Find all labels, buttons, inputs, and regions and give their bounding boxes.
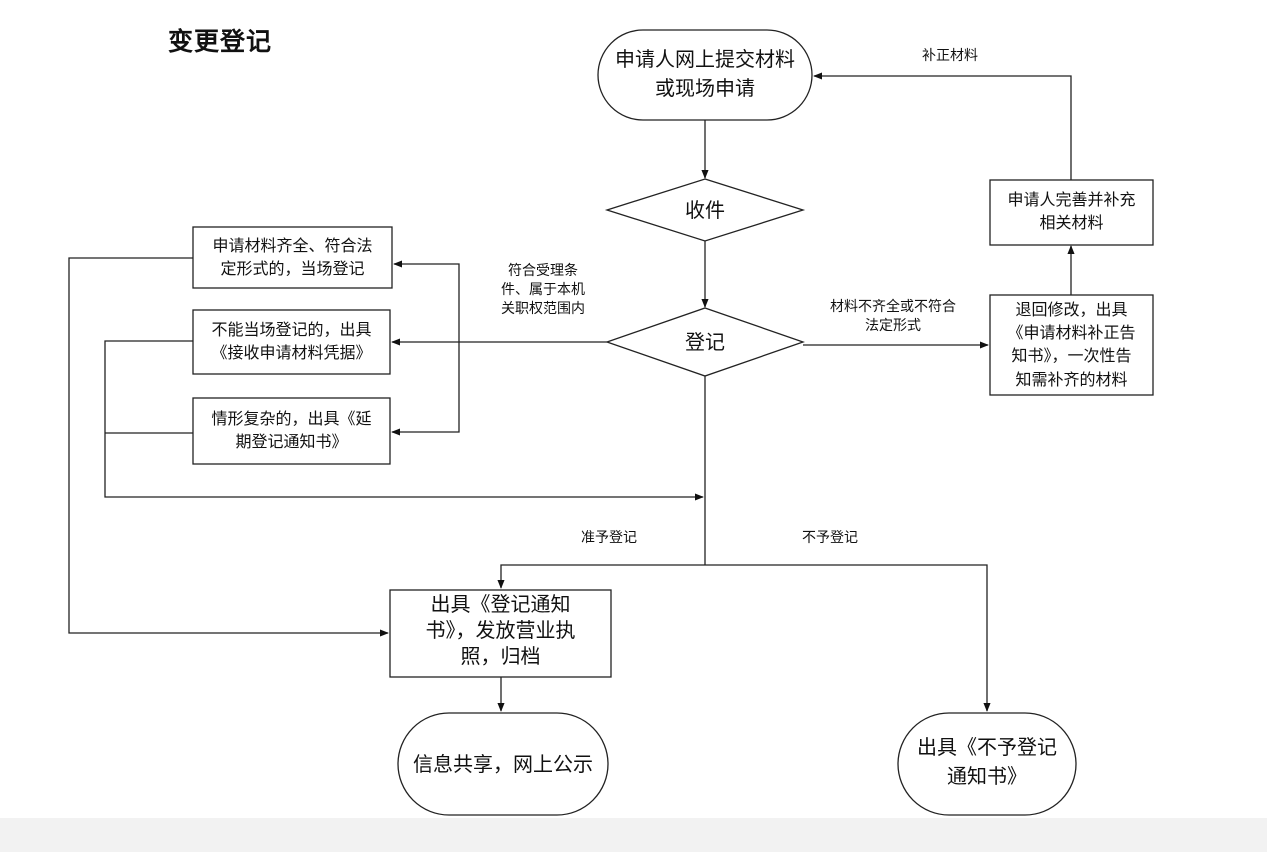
arrow-supplement-to-start xyxy=(813,72,1072,180)
bottom-gray-strip xyxy=(0,818,1267,852)
edge-label-meets-conditions: 符合受理条 件、属于本机 关职权范围内 xyxy=(501,263,585,317)
edge-label-supplement: 补正材料 xyxy=(922,48,978,64)
complex-case-box xyxy=(192,397,391,465)
complete-same-day-box xyxy=(192,226,393,289)
start-label: 申请人网上提交材料 或现场申请 xyxy=(615,47,795,100)
applicant-supplement-box xyxy=(989,179,1154,246)
info-share-terminal xyxy=(397,712,609,816)
return-modify-label: 退回修改，出具 《申请材料补正告 知书》，一次性告 知需补齐的材料 xyxy=(1007,300,1136,389)
receive-label: 收件 xyxy=(685,198,725,222)
arrow-reject-to-issue-reject xyxy=(705,564,991,712)
complex-case-label: 情形复杂的，出具《延 期登记通知书》 xyxy=(211,409,372,452)
arrow-left-boxes-merge xyxy=(104,340,704,501)
register-label: 登记 xyxy=(685,330,725,354)
issue-notice-box xyxy=(389,589,612,678)
return-modify-box xyxy=(989,294,1154,396)
arrow-bracket-to-complex-case xyxy=(391,342,460,436)
cannot-same-day-box xyxy=(192,309,391,375)
arrow-bracket-to-complete-same-day xyxy=(393,260,460,342)
edge-label-reject: 不予登记 xyxy=(802,530,858,546)
edge-label-incomplete: 材料不齐全或不符合 法定形式 xyxy=(830,299,956,334)
applicant-supplement-label: 申请人完善并补充 相关材料 xyxy=(1007,190,1136,233)
edge-label-approve: 准予登记 xyxy=(581,530,637,546)
page-title: 变更登记 xyxy=(168,27,273,56)
issue-notice-label: 出具《登记通知 书》，发放营业执 照，归档 xyxy=(425,592,576,668)
issue-reject-terminal xyxy=(897,712,1077,816)
arrow-approve-to-notice xyxy=(497,564,705,589)
info-share-label: 信息共享，网上公示 xyxy=(413,752,593,776)
issue-reject-label: 出具《不予登记 通知书》 xyxy=(917,735,1057,788)
complete-same-day-label: 申请材料齐全、符合法 定形式的，当场登记 xyxy=(212,236,373,279)
cannot-same-day-label: 不能当场登记的，出具 《接收申请材料凭据》 xyxy=(211,320,372,363)
arrow-complete-same-day-to-notice xyxy=(68,257,389,637)
